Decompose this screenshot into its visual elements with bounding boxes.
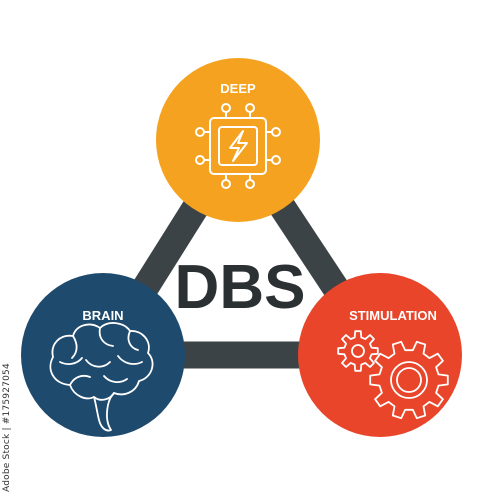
node-brain-circle <box>21 273 185 437</box>
diagram-title: DBS <box>175 253 306 322</box>
node-stimulation-label: STIMULATION <box>349 308 437 323</box>
gear-small-icon <box>337 330 379 372</box>
node-deep-circle <box>156 58 320 222</box>
node-brain: BRAIN <box>21 273 185 437</box>
microchip-lightning-icon <box>195 103 281 189</box>
gear-large-icon <box>369 340 449 420</box>
gears-icon <box>337 330 449 420</box>
brain-icon <box>49 322 154 432</box>
node-deep: DEEP <box>156 58 320 222</box>
triangle-fill <box>105 195 380 315</box>
node-stimulation: STIMULATION <box>298 273 462 437</box>
node-deep-label: DEEP <box>220 81 256 96</box>
node-brain-label: BRAIN <box>82 308 123 323</box>
stock-id-watermark: Adobe Stock | #175927054 <box>2 363 12 492</box>
